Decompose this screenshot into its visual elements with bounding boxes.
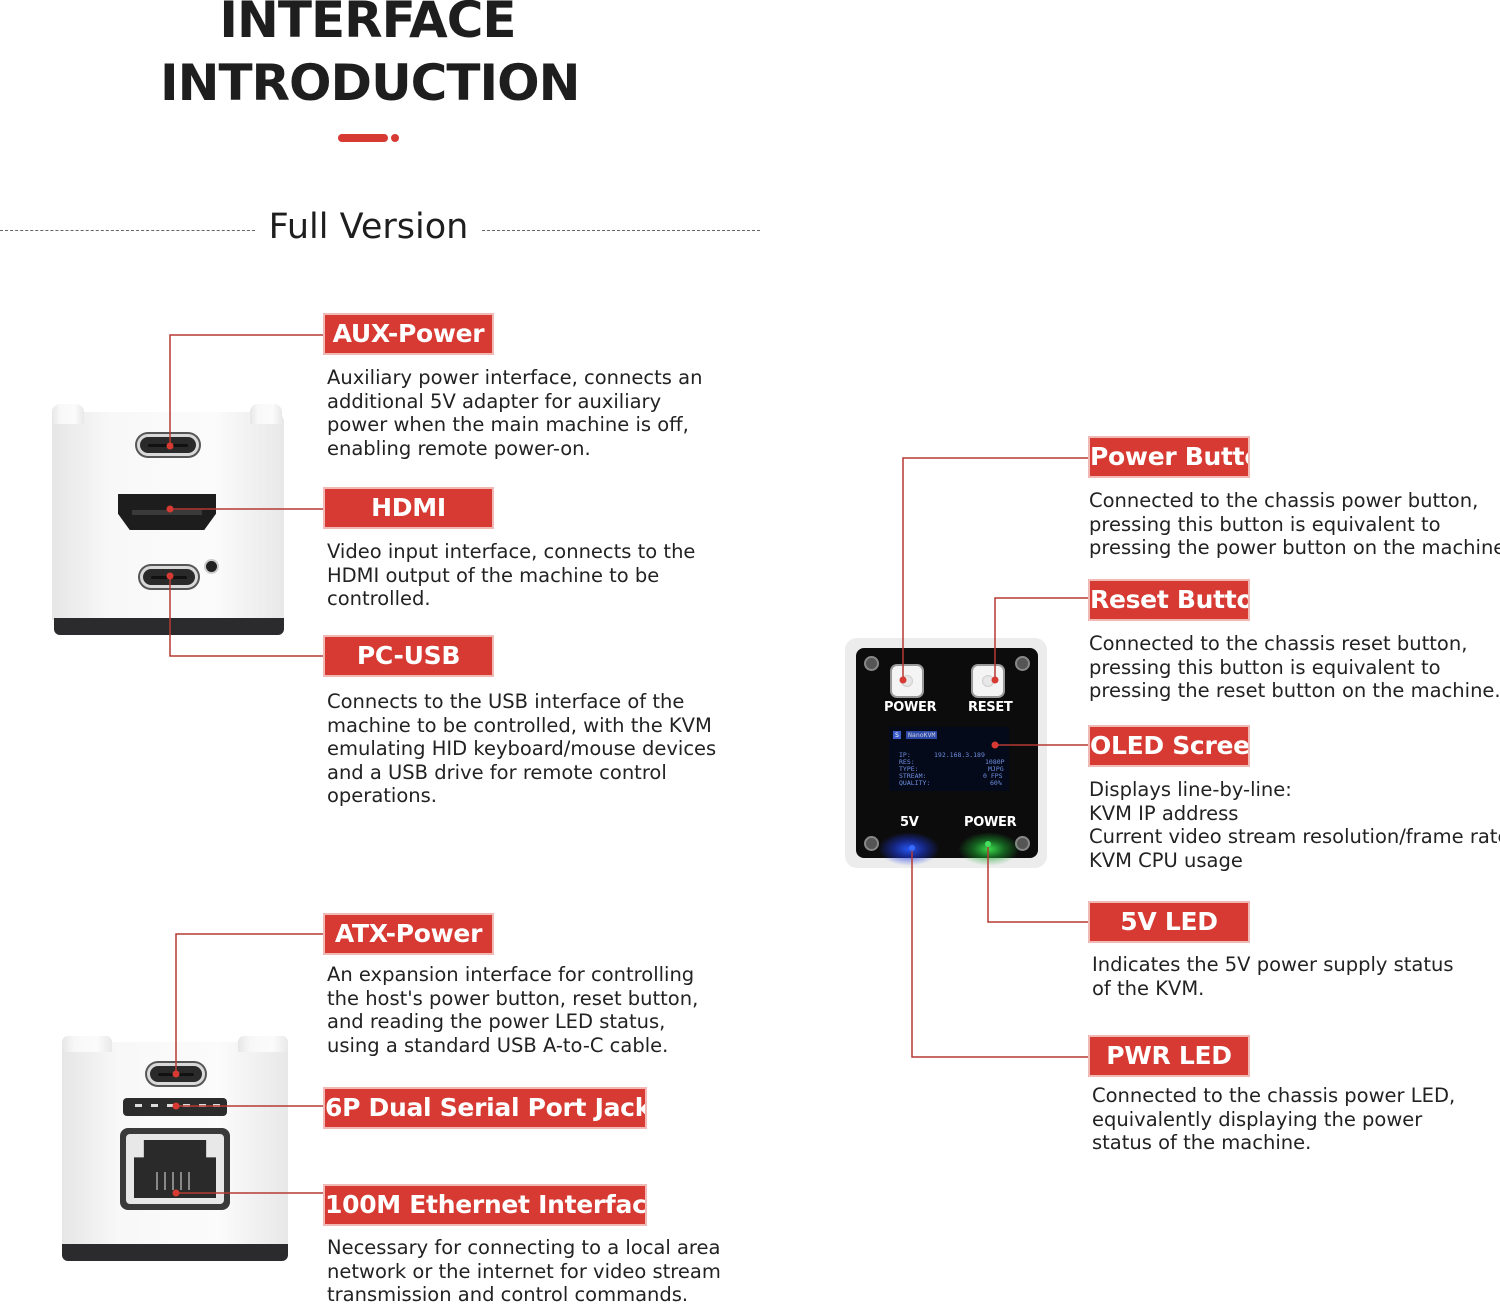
device-corner-right (250, 404, 282, 424)
oled-badge: S (893, 731, 901, 739)
rj45-port-icon (134, 1140, 216, 1198)
accent-bar (338, 134, 388, 142)
oled-row-label: TYPE: (899, 765, 919, 773)
label-atx-power: ATX-Power (323, 913, 494, 955)
label-aux-power: AUX-Power (323, 313, 494, 355)
label-power-button: Power Button (1088, 436, 1250, 478)
label-oled-screen: OLED Screen (1088, 725, 1250, 767)
page-title-line1: INTERFACE (219, 0, 516, 49)
kvm-reset-button[interactable] (973, 666, 1003, 696)
led-icon-power-glow (958, 832, 1020, 866)
section-title: Full Version (268, 207, 469, 247)
oled-row-value: 192.168.3.189 (934, 751, 985, 759)
device-corner-left (52, 404, 84, 424)
pc-usb-usb-c-port-icon (140, 566, 198, 588)
oled-row-value: MJPG (988, 765, 1004, 773)
atx-power-usb-c-port-icon (147, 1063, 205, 1085)
oled-brand: NanoKVM (906, 731, 938, 739)
accent-dot (391, 134, 399, 142)
kvm-power-label: POWER (884, 700, 937, 715)
screw-icon (1015, 656, 1030, 671)
kvm-power-button[interactable] (892, 666, 922, 696)
label-ethernet: 100M Ethernet Interface (323, 1184, 647, 1226)
label-hdmi: HDMI (323, 487, 494, 529)
led-icon-5v-glow (878, 832, 940, 866)
kvm-reset-label: RESET (968, 700, 1013, 715)
serial-port-icon (123, 1098, 227, 1116)
desc-ethernet: Necessary for connecting to a local area… (327, 1236, 721, 1305)
label-pc-usb: PC-USB (323, 635, 494, 677)
leader-pwr-led (911, 848, 1090, 1058)
oled-row-label: IP: (899, 751, 911, 759)
dashed-divider-right (482, 230, 760, 231)
oled-row-label: RES: (899, 758, 915, 766)
device-corner-left (62, 1036, 112, 1052)
led-5v-label: 5V (900, 815, 919, 830)
oled-row-label: STREAM: (899, 772, 927, 780)
device-base (62, 1244, 288, 1261)
oled-row-label: QUALITY: (899, 779, 931, 787)
label-serial-jack: 6P Dual Serial Port Jack (323, 1087, 647, 1129)
screw-icon (864, 656, 879, 671)
label-5v-led: 5V LED (1088, 901, 1250, 943)
aux-power-usb-c-port-icon (137, 434, 199, 456)
oled-row-value: 60% (990, 779, 1002, 787)
device-corner-right (238, 1036, 288, 1052)
page-title-line2: INTRODUCTION (160, 54, 580, 112)
oled-row-value: 1080P (985, 758, 1005, 766)
label-pwr-led: PWR LED (1088, 1035, 1250, 1077)
label-reset-button: Reset Button (1088, 579, 1250, 621)
screw-icon (864, 836, 879, 851)
dashed-divider-left (0, 230, 255, 231)
device-base (54, 618, 284, 635)
oled-row-value: 0 FPS (983, 772, 1003, 780)
desc-power-button: Connected to the chassis power button,pr… (1089, 489, 1500, 559)
hdmi-port-icon (118, 494, 216, 530)
status-led-hole (206, 561, 217, 572)
desc-reset-button: Connected to the chassis reset button,pr… (1089, 632, 1500, 702)
desc-pwr-led: Connected to the chassis power LED,equiv… (1092, 1084, 1456, 1154)
led-power-label: POWER (964, 815, 1017, 830)
